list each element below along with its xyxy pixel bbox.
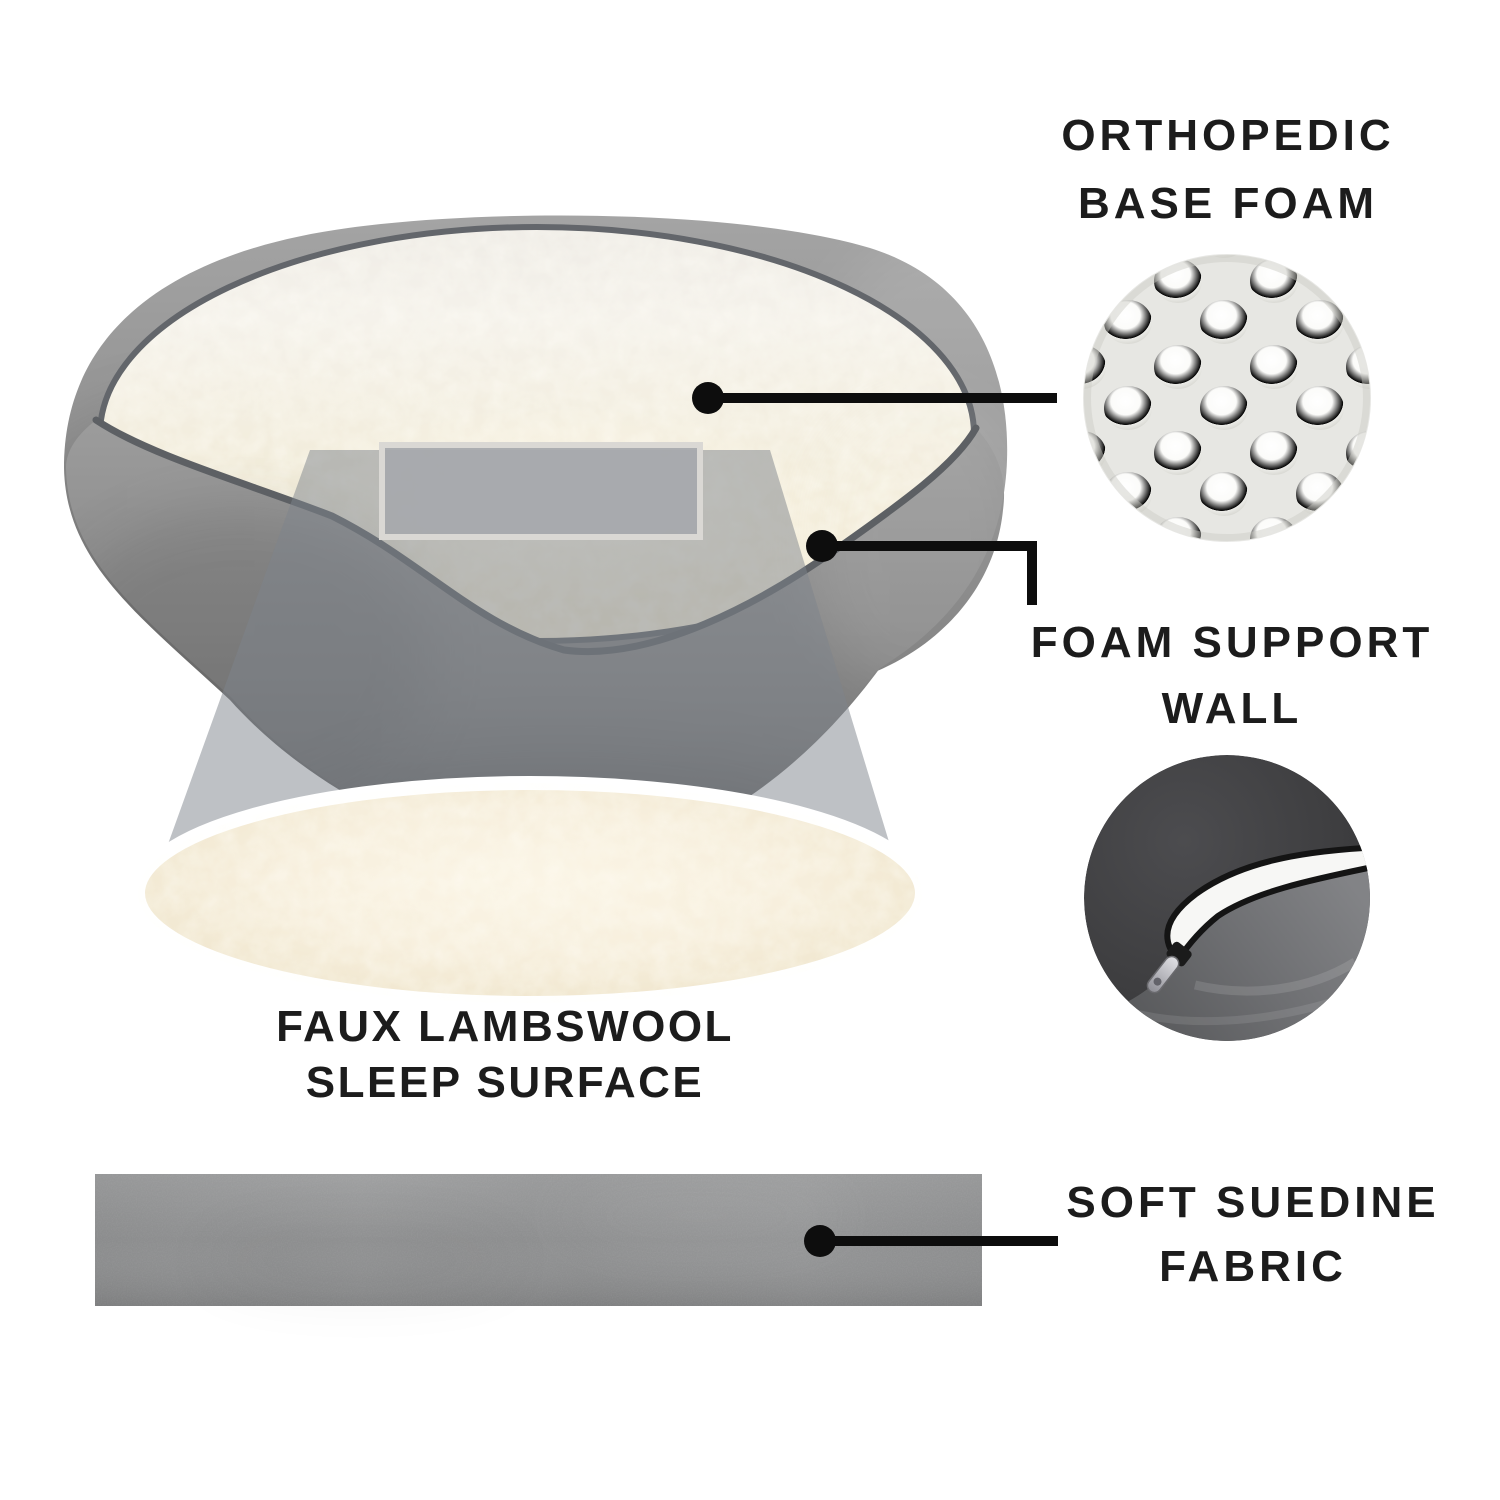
label-foam-support-wall: FOAM SUPPORT WALL [1031, 610, 1433, 742]
label-line: SLEEP SURFACE [305, 1058, 705, 1107]
callout-dot-foam-wall [806, 530, 838, 562]
label-faux-lambswool-sleep-surface: FAUX LAMBSWOOL SLEEP SURFACE [276, 999, 734, 1111]
callout-dot-base-foam [692, 382, 724, 414]
callout-dot-suedine [804, 1225, 836, 1257]
magnifier-rectangle [379, 442, 703, 540]
zipper-teeth-lower [1175, 865, 1370, 963]
egg-crate-foam-swatch [1083, 254, 1371, 542]
zipper-pull [1146, 941, 1192, 994]
label-line: SOFT SUEDINE [1066, 1178, 1440, 1227]
label-soft-suedine-fabric: SOFT SUEDINE FABRIC [1066, 1171, 1439, 1299]
label-line: FABRIC [1159, 1242, 1347, 1291]
lambswool-closeup-ellipse [131, 776, 929, 1010]
label-line: ORTHOPEDIC [1061, 111, 1395, 160]
magnifier-cone [163, 450, 893, 858]
label-line: FOAM SUPPORT [1030, 618, 1434, 667]
label-line: FAUX LAMBSWOOL [276, 1002, 734, 1051]
label-line: BASE FOAM [1077, 179, 1378, 228]
callout-lines [708, 393, 1058, 1246]
zipped-cover-foam-swatch [1084, 755, 1370, 1041]
callout-line-foam-wall [822, 541, 1037, 605]
zipper-teeth-upper [1164, 845, 1367, 951]
label-orthopedic-base-foam: ORTHOPEDIC BASE FOAM [1061, 102, 1394, 238]
callout-dots [692, 382, 838, 1257]
label-line: WALL [1161, 684, 1303, 733]
